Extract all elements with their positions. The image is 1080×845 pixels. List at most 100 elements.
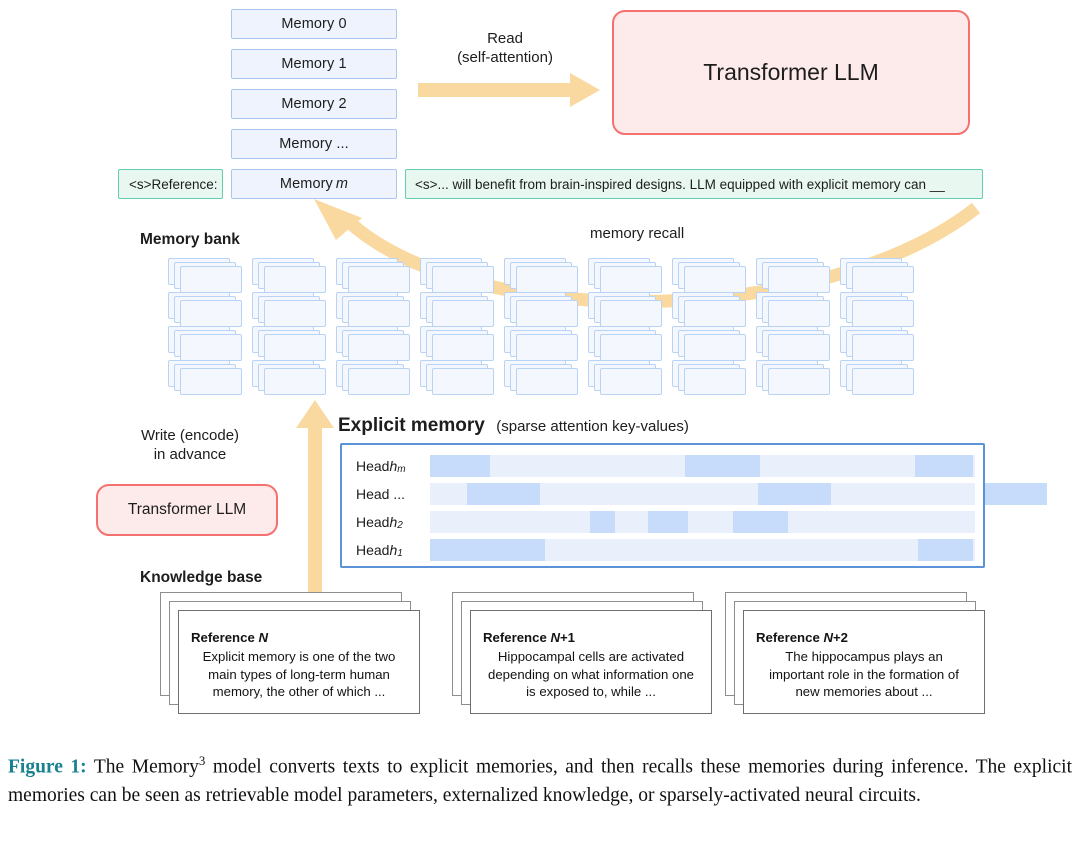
memory-item-2: Memory 2 [231,89,397,119]
memory-bank-card [768,266,830,293]
write-arrow-icon [296,400,334,598]
memory-bank-card [348,266,410,293]
memory-item-label: Memory [279,176,333,192]
reference-card-body: The hippocampus plays an important role … [769,649,959,700]
explicit-memory-activation [590,511,615,533]
memory-bank-card [432,368,494,395]
memory-bank-card [768,300,830,327]
explicit-memory-activation [430,539,545,561]
generated-sentence-token-box: <s>... will benefit from brain-inspired … [405,169,983,199]
explicit-memory-head-label: Head ... [356,486,406,502]
memory-item-label: Memory 0 [281,16,347,32]
inference-transformer-llm-label: Transformer LLM [703,59,879,85]
write-arrow-label-line1: Write (encode) [140,427,240,444]
generated-sentence-token-label: <s>... will benefit from brain-inspired … [415,176,945,192]
figure-caption: Figure 1: The Memory3 model converts tex… [8,752,1072,810]
memory-bank-card [852,300,914,327]
memory-bank-card [348,300,410,327]
memory-bank-card [684,300,746,327]
memory-item-label: Memory ... [279,136,349,152]
explicit-memory-activation [430,455,490,477]
memory-bank-card [852,266,914,293]
explicit-memory-row [430,539,975,561]
memory-bank-card [600,334,662,361]
explicit-memory-row [430,483,975,505]
explicit-memory-subtitle: (sparse attention key-values) [496,418,689,435]
knowledge-base-references: Reference N Explicit memory is one of the… [160,592,990,727]
reference-card: Reference N Explicit memory is one of the… [178,610,420,714]
explicit-memory-activation [685,455,760,477]
memory-bank-title: Memory bank [140,231,240,248]
memory-item-m: Memory m [231,169,397,199]
memory-bank-card [600,266,662,293]
memory-bank-card [180,266,242,293]
memory-item-ellipsis: Memory ... [231,129,397,159]
figure-caption-superscript: 3 [198,754,206,768]
memory-bank-card [768,368,830,395]
memory-bank-grid [168,258,928,395]
read-arrow-label-line1: Read [487,30,523,47]
reference-card-body: Explicit memory is one of the two main t… [202,649,396,700]
figure-caption-text-2: model converts texts to explicit memorie… [8,756,1072,806]
knowledge-base-title: Knowledge base [140,569,263,586]
explicit-memory-row [430,511,975,533]
memory-bank-card [600,368,662,395]
explicit-memory-title: Explicit memory [338,415,485,436]
explicit-memory-activation [648,511,688,533]
memory-bank-card [432,334,494,361]
explicit-memory-activation [915,455,973,477]
explicit-memory-activation [985,483,1047,505]
memory-bank-card [264,368,326,395]
memory-bank-card [852,368,914,395]
memory-item-index: m [335,176,349,192]
memory-bank-card [516,368,578,395]
encode-transformer-llm-label: Transformer LLM [127,501,247,518]
memory-bank-card [264,300,326,327]
reference-prompt-token-box: <s>Reference: [118,169,223,199]
reference-prompt-token-label: <s>Reference: [129,176,218,192]
memory-bank-card [432,300,494,327]
memory-bank-card [852,334,914,361]
memory-item-label: Memory 2 [281,96,347,112]
memory-bank-card [264,266,326,293]
reference-card-title: Reference N+2 [756,630,849,645]
memory-bank-card [348,334,410,361]
memory-bank-card [348,368,410,395]
memory-bank-card [516,266,578,293]
memory-bank-card [684,334,746,361]
read-arrow-label-line2: (self-attention) [457,48,553,66]
explicit-memory-activation [467,483,540,505]
memory-recall-label: memory recall [590,225,685,242]
memory-item-label: Memory 1 [281,56,347,72]
inference-transformer-llm-box: Transformer LLM [612,10,970,135]
memory-item-1: Memory 1 [231,49,397,79]
read-arrow-icon [418,73,600,107]
write-arrow-label-line2: in advance [153,445,227,463]
memory-bank-card [684,368,746,395]
figure-caption-label: Figure 1: [8,756,87,778]
reference-card-title: Reference N [191,630,268,645]
explicit-memory-activation [758,483,831,505]
figure-caption-text-1: The Memory [86,756,199,778]
memory-bank-card [600,300,662,327]
memory-bank-card [180,368,242,395]
memory-bank-card [684,266,746,293]
explicit-memory-activation [733,511,788,533]
memory-bank-card [180,300,242,327]
encode-transformer-llm-box: Transformer LLM [96,484,278,536]
explicit-memory-heading: Explicit memory (sparse attention key-va… [338,414,689,438]
memory-item-0: Memory 0 [231,9,397,39]
write-arrow-label: Write (encode) in advance [110,427,270,465]
memory-bank-card [264,334,326,361]
reference-card-body: Hippocampal cells are activated dependin… [487,649,695,700]
memory-bank-card [516,300,578,327]
memory-bank-card [432,266,494,293]
reference-card-title: Reference N+1 [483,630,576,645]
